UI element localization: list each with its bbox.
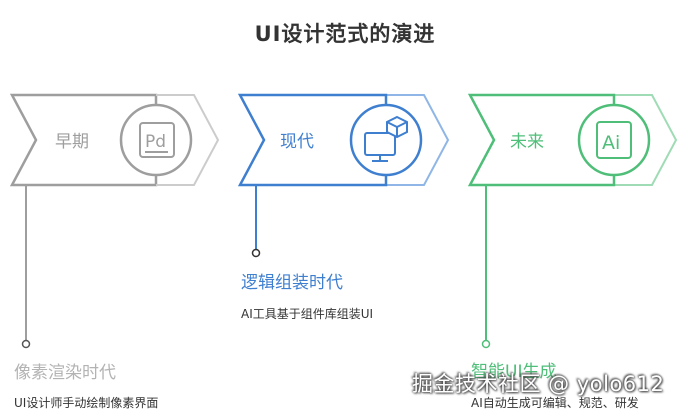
stage-modern-label: 现代	[280, 132, 314, 152]
era-description-future: AI自动生成可编辑、规范、研发	[471, 396, 639, 410]
stage-modern-dot	[251, 248, 261, 258]
stage-modern-chevron-inner	[237, 93, 388, 187]
stage-future-icon-text: Ai	[602, 132, 620, 154]
stage-early-label: 早期	[55, 132, 89, 152]
era-description-early: UI设计师手动绘制像素界面	[14, 396, 159, 410]
stage-early-icon-circle	[119, 103, 193, 177]
stage-future-label: 未来	[510, 132, 544, 152]
era-title-early: 像素渲染时代	[14, 363, 116, 383]
stage-future-chevron-inner	[467, 93, 616, 187]
photoshop-logo-icon: Pd	[139, 122, 175, 158]
era-title-modern: 逻辑组装时代	[241, 273, 343, 293]
stage-modern-icon-circle	[349, 103, 423, 177]
stage-future: 未来 Ai	[467, 93, 678, 349]
era-title-future: 智能UI生成	[471, 362, 557, 382]
stage-future-dot	[481, 339, 491, 349]
diagram-title: UI设计范式的演进	[254, 22, 436, 46]
stage-modern: 现代	[237, 93, 450, 258]
stage-early: 早期 Pd	[9, 93, 220, 349]
watermark: 掘金技术社区 @ yolo612	[412, 372, 665, 396]
stage-early-chevron-inner	[9, 93, 158, 187]
cube-monitor-icon	[364, 115, 408, 162]
stage-early-icon-text: Pd	[145, 132, 166, 152]
era-description-modern: AI工具基于组件库组装UI	[241, 307, 374, 321]
stage-early-dot	[21, 339, 31, 349]
ai-logo-icon: Ai	[596, 121, 632, 159]
stage-future-icon-circle	[577, 103, 651, 177]
